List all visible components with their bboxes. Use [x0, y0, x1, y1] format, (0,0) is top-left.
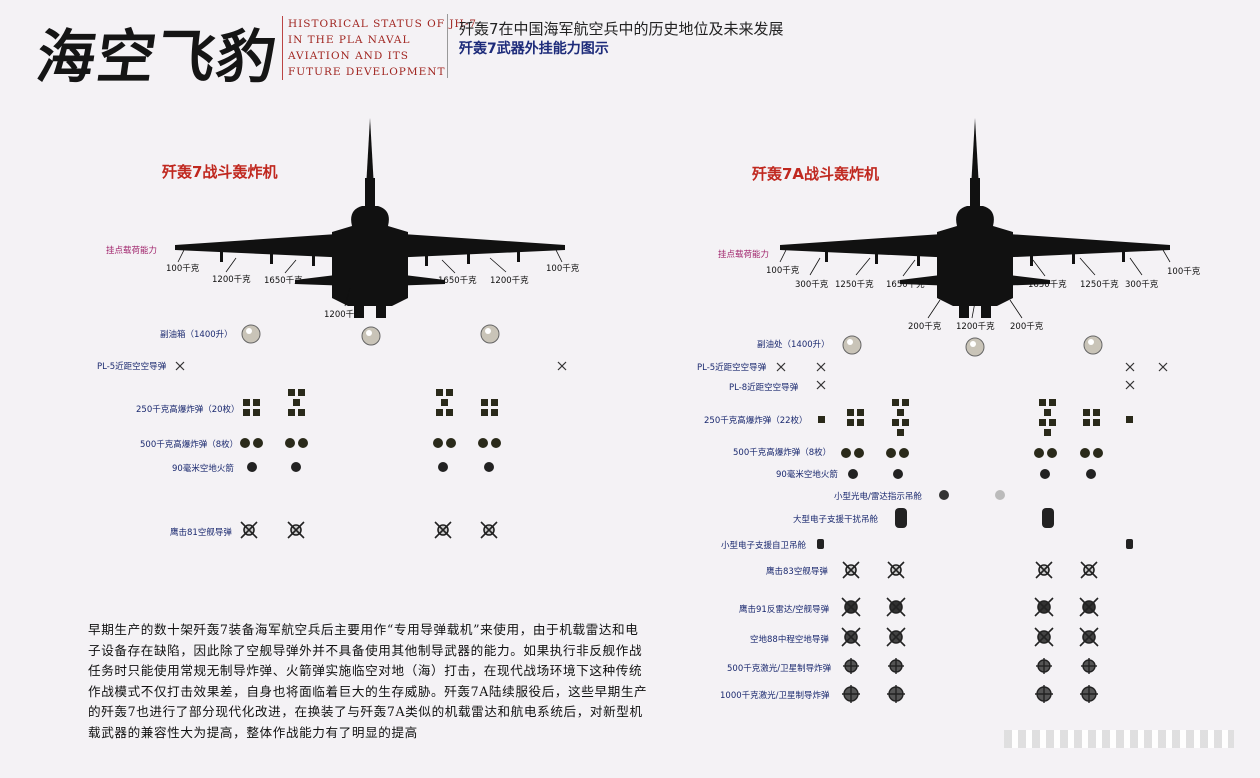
weight-label: 100千克	[1167, 267, 1201, 277]
pl5-missile-icon	[557, 361, 567, 371]
weight-label: 1200千克	[324, 310, 363, 320]
right-leader-lines	[779, 249, 1171, 319]
hardpoint-label: 挂点载荷能力	[106, 246, 158, 256]
weight-label: 1200千克	[956, 322, 995, 332]
pl8-missile-icon	[816, 380, 1135, 390]
weight-label: 1200千克	[212, 275, 251, 285]
row-label: PL-5近距空空导弹	[97, 362, 167, 372]
pl5-missile-icon	[175, 361, 185, 371]
drop-tank-icon	[361, 326, 381, 346]
jh7-silhouette	[175, 118, 565, 318]
weight-label: 100千克	[766, 266, 800, 276]
row-label: 空地88中程空地导弹	[750, 635, 829, 645]
targeting-pod-icon	[939, 490, 1005, 500]
drop-tank-icon	[965, 337, 985, 357]
weight-label: 1250千克	[1080, 280, 1119, 290]
weight-label: 300千克	[795, 280, 829, 290]
weight-label: 100千克	[166, 264, 200, 274]
header-english-title: HISTORICAL STATUS OF JH-7 IN THE PLA NAV…	[282, 16, 477, 80]
row-label: 副油处（1400升）	[757, 340, 830, 350]
row-label: 小型光电/雷达指示吊舱	[834, 492, 922, 502]
lgb-500kg-icon	[843, 658, 1097, 674]
lgb-1000kg-icon	[842, 685, 1098, 703]
weight-label: 300千克	[1125, 280, 1159, 290]
row-label: 250千克高爆炸弹（20枚）	[136, 405, 240, 415]
jh7a-title: 歼轰7A战斗轰炸机	[752, 165, 880, 183]
row-label: 小型电子支援自卫吊舱	[721, 541, 807, 551]
weight-label: 100千克	[546, 264, 580, 274]
watermark	[1004, 730, 1234, 748]
left-ordnance	[175, 324, 567, 539]
header-english-line: IN THE PLA NAVAL	[288, 34, 411, 46]
bomb-500kg-pair	[240, 438, 501, 448]
row-label: 500千克激光/卫星制导炸弹	[727, 664, 832, 674]
header-divider	[447, 14, 448, 78]
row-label: 90毫米空地火箭	[172, 464, 234, 474]
yj91-missile-icon	[841, 597, 1099, 617]
drop-tank-icon	[842, 335, 862, 355]
kd88-missile-icon	[841, 627, 1099, 647]
ecm-pod-small-icon	[817, 539, 1133, 549]
row-label: 90毫米空地火箭	[776, 470, 838, 480]
weight-label: 1650千克	[1028, 280, 1067, 290]
pl5-missile-icon	[776, 362, 1168, 372]
page-title: 歼轰7在中国海军航空兵中的历史地位及未来发展	[459, 20, 784, 38]
row-label: 鹰击83空舰导弹	[766, 567, 828, 577]
weight-label: 1250千克	[835, 280, 874, 290]
header-english-line: AVIATION AND ITS	[288, 50, 409, 62]
row-label: 500千克高爆炸弹（8枚）	[733, 448, 832, 458]
row-label: 鹰击81空舰导弹	[170, 528, 232, 538]
bomb-250kg-cluster	[243, 389, 498, 416]
header-english-line: HISTORICAL STATUS OF JH-7	[288, 18, 477, 30]
right-ordnance	[776, 335, 1168, 703]
hardpoint-label: 挂点载荷能力	[718, 250, 770, 260]
jh7-title: 歼轰7战斗轰炸机	[162, 163, 278, 181]
weight-label: 1650千克	[264, 276, 303, 286]
ecm-pod-large-icon	[895, 508, 1054, 528]
drop-tank-icon	[241, 324, 261, 344]
row-label: PL-5近距空空导弹	[697, 363, 767, 373]
bomb-250kg-cluster	[818, 399, 1133, 436]
row-label: 副油箱（1400升）	[160, 330, 233, 340]
yj81-missile-icon	[240, 521, 498, 539]
drop-tank-icon	[480, 324, 500, 344]
yj83-missile-icon	[842, 561, 1098, 579]
row-label: 大型电子支援干扰吊舱	[793, 515, 879, 525]
weight-label: 1650千克	[438, 276, 477, 286]
drop-tank-icon	[1083, 335, 1103, 355]
description-paragraph: 早期生产的数十架歼轰7装备海军航空兵后主要用作“专用导弹载机”来使用，由于机载雷…	[88, 622, 648, 740]
row-label: 250千克高爆炸弹（22枚）	[704, 416, 808, 426]
row-label: 鹰击91反雷达/空舰导弹	[739, 605, 830, 615]
left-leader-lines	[177, 249, 563, 307]
page-subtitle: 歼轰7武器外挂能力图示	[459, 41, 609, 57]
weight-label: 1200千克	[490, 276, 529, 286]
row-label: PL-8近距空空导弹	[729, 383, 799, 393]
rocket-pod-icon	[247, 462, 494, 472]
row-label: 1000千克激光/卫星制导炸弹	[720, 691, 830, 701]
weight-label: 200千克	[908, 322, 942, 332]
row-label: 500千克高爆炸弹（8枚）	[140, 440, 239, 450]
weight-label: 1650千克	[886, 280, 925, 290]
rocket-pod-icon	[848, 469, 1096, 479]
bomb-500kg-pair	[841, 448, 1103, 458]
weight-label: 200千克	[1010, 322, 1044, 332]
header-english-line: FUTURE DEVELOPMENT	[288, 66, 446, 78]
